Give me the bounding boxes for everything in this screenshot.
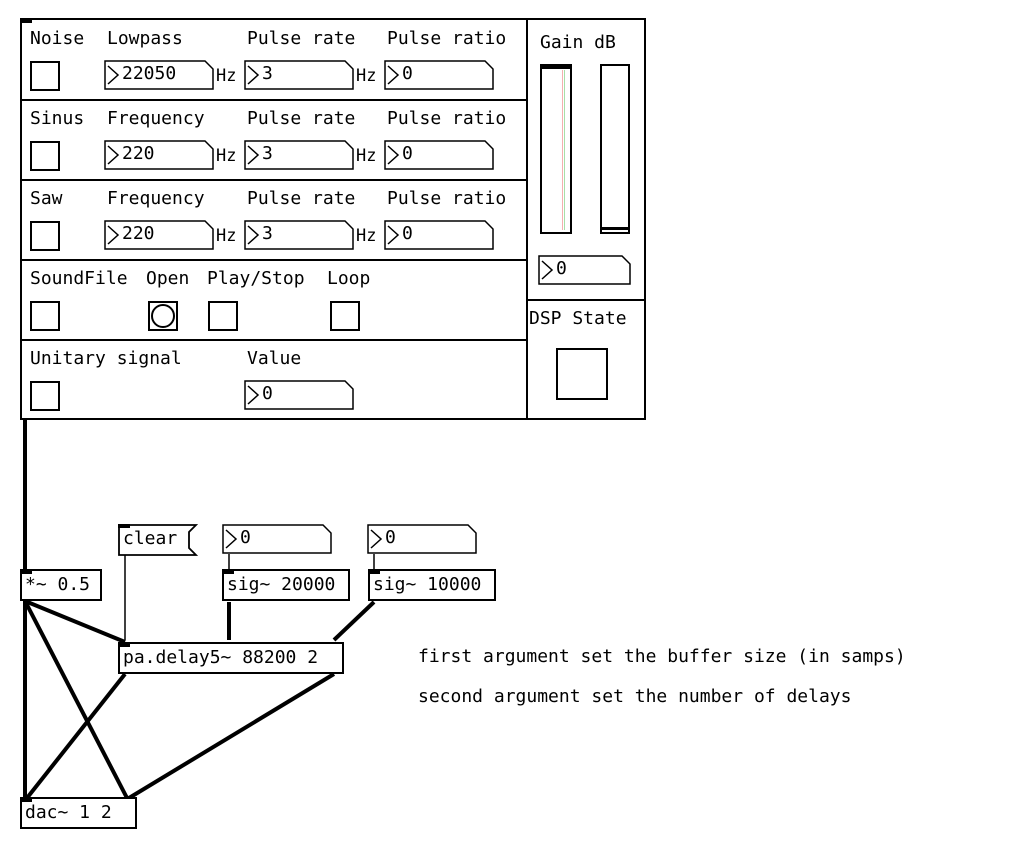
value-label: Value [247,348,302,369]
row-param-label: Lowpass [107,28,183,49]
number-value: 220 [122,223,155,244]
open-label: Open [146,268,190,289]
synth-panel [20,18,646,420]
number-value: 3 [262,63,273,84]
comment-buffer-size: first argument set the buffer size (in s… [418,646,906,667]
row-name: Saw [30,188,63,209]
message-text: clear [123,528,178,549]
noise-toggle[interactable] [30,61,60,91]
pulse-ratio-number-box[interactable]: 0 [384,60,494,90]
pulse-ratio-number-box[interactable]: 0 [384,220,494,250]
row-param-label: Frequency [107,188,205,209]
hz-unit: Hz [216,226,237,246]
play-stop-label: Play/Stop [207,268,305,289]
clear-message-box[interactable]: clear [118,524,198,556]
loop-label: Loop [327,268,371,289]
level-meter [600,64,630,234]
divider [22,339,526,341]
number-value: 0 [402,143,413,164]
frequency-number-box[interactable]: 220 [104,220,214,250]
delay-time-number-box-1[interactable]: 0 [222,524,332,554]
divider [22,179,526,181]
number-value: 0 [262,383,273,404]
value-number-box[interactable]: 0 [244,380,354,410]
row-name: Noise [30,28,85,49]
bang-circle-icon [151,304,175,328]
row-pulse-ratio-label: Pulse ratio [387,188,507,209]
pulse-ratio-number-box[interactable]: 0 [384,140,494,170]
delay-object[interactable]: pa.delay5~ 88200 2 [118,642,344,674]
unitary-signal-label: Unitary signal [30,348,182,369]
slider-track [564,70,565,230]
unitary-toggle[interactable] [30,381,60,411]
loop-toggle[interactable] [330,301,360,331]
sig-object-2[interactable]: sig~ 10000 [368,569,496,601]
frequency-number-box[interactable]: 220 [104,140,214,170]
row-pulse-rate-label: Pulse rate [247,28,356,49]
row-pulse-ratio-label: Pulse ratio [387,28,507,49]
row-name: Sinus [30,108,85,129]
hz-unit: Hz [356,146,377,166]
dsp-toggle[interactable] [556,348,608,400]
pulse-rate-number-box[interactable]: 3 [244,140,354,170]
soundfile-label: SoundFile [30,268,128,289]
number-value: 0 [402,63,413,84]
soundfile-toggle[interactable] [30,301,60,331]
hz-unit: Hz [216,146,237,166]
slider-knob [542,66,570,69]
number-value: 220 [122,143,155,164]
number-value: 3 [262,143,273,164]
hz-unit: Hz [356,226,377,246]
saw-toggle[interactable] [30,221,60,251]
hz-unit: Hz [216,66,237,86]
divider [22,99,526,101]
panel-inlet [20,18,32,23]
meter-level-bar [602,227,628,230]
number-value: 0 [556,258,567,279]
dsp-state-label: DSP State [529,308,627,329]
comment-number-of-delays: second argument set the number of delays [418,686,852,707]
play-stop-toggle[interactable] [208,301,238,331]
number-value: 0 [402,223,413,244]
gain-slider[interactable] [540,64,572,234]
row-pulse-ratio-label: Pulse ratio [387,108,507,129]
multiply-object[interactable]: *~ 0.5 [20,569,102,601]
gain-label: Gain dB [540,32,616,53]
number-value: 22050 [122,63,177,84]
pulse-rate-number-box[interactable]: 3 [244,60,354,90]
pulse-rate-number-box[interactable]: 3 [244,220,354,250]
dac-object[interactable]: dac~ 1 2 [20,797,137,829]
delay-time-number-box-2[interactable]: 0 [367,524,477,554]
number-value: 0 [385,527,396,548]
number-value: 0 [240,527,251,548]
number-value: 3 [262,223,273,244]
hz-unit: Hz [356,66,377,86]
row-param-label: Frequency [107,108,205,129]
divider [22,259,526,261]
divider [526,20,528,420]
divider [526,299,646,301]
row-pulse-rate-label: Pulse rate [247,108,356,129]
gain-number-box[interactable]: 0 [538,255,631,285]
sinus-toggle[interactable] [30,141,60,171]
sig-object-1[interactable]: sig~ 20000 [222,569,350,601]
slider-track [562,70,563,230]
lowpass-number-box[interactable]: 22050 [104,60,214,90]
row-pulse-rate-label: Pulse rate [247,188,356,209]
open-bang-button[interactable] [148,301,178,331]
